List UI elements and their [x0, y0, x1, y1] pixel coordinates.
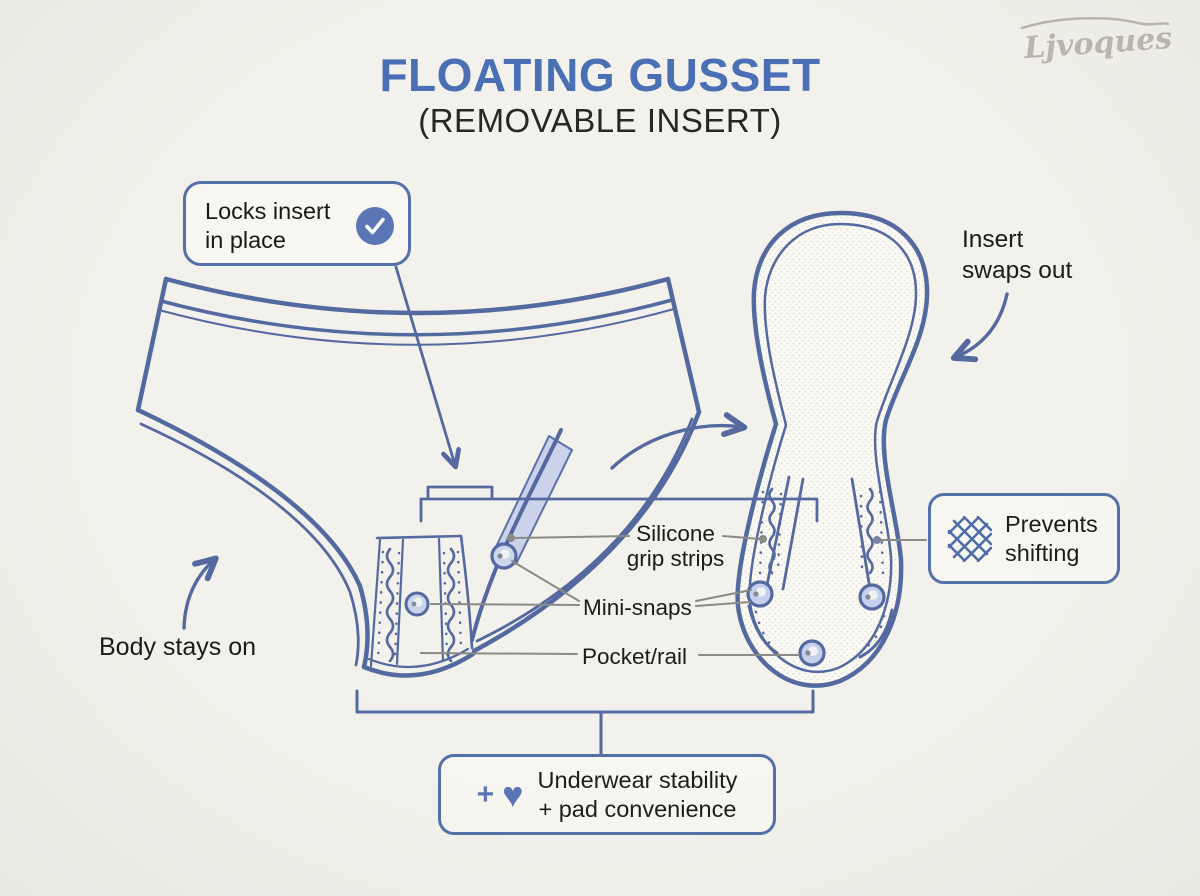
page-subtitle: (REMOVABLE INSERT) [418, 102, 782, 139]
check-icon [356, 207, 394, 245]
left-side-edge [135, 276, 169, 413]
gusset-grip-strip-left-dots [376, 550, 401, 662]
benefit-callout: + ♥ Underwear stability + pad convenienc… [438, 754, 776, 835]
gusset-top-seam [375, 534, 463, 540]
gusset-grip-strip-right-dots [442, 550, 463, 660]
right-leg-binding-inner [475, 417, 694, 643]
gusset-grip-strip-left [385, 547, 395, 663]
pad-grip-strip-right [866, 487, 874, 575]
pad-snap-left [746, 580, 774, 608]
prevents-line2: shifting [1005, 539, 1080, 566]
locks-insert-callout: Locks insert in place [183, 181, 411, 266]
silicone-dot-right [759, 535, 767, 543]
gusset-left-seam [369, 538, 382, 668]
insert-swaps-arrow [950, 292, 1009, 363]
swap-direction-arrow [610, 412, 748, 470]
insert-swaps-line2: swaps out [962, 257, 1073, 284]
silicone-pointer-left [514, 535, 630, 539]
pocket-bracket [426, 485, 494, 499]
waistband-top [163, 276, 671, 316]
gusset-mid-seam-left [395, 538, 405, 666]
pocket-slit-edge [470, 428, 563, 642]
mini-snaps-pointer-right-b [695, 601, 751, 607]
prevents-shifting-callout: Prevents shifting [928, 493, 1120, 584]
pad-lower-arc-left [747, 604, 779, 655]
page-title: FLOATING GUSSET [379, 49, 821, 101]
prevents-line1: Prevents [1005, 510, 1098, 537]
pad-inner-outline [748, 222, 918, 674]
watermark-swoosh [1020, 17, 1170, 30]
body-stays-label: Body stays on [99, 633, 257, 661]
pocket-rail-label: Pocket/rail [582, 644, 688, 669]
gusset-right-seam [459, 534, 474, 650]
mini-snaps-label: Mini-snaps [583, 595, 692, 620]
benefit-line1: Underwear stability [537, 766, 738, 793]
pad-lower-arc-right-dots [860, 614, 886, 652]
insert-strip-snap [490, 542, 518, 570]
annotation-lines [182, 265, 1009, 756]
crosshatch-icon [947, 515, 992, 562]
waistband-stitch [158, 308, 675, 346]
waistband-mid [159, 298, 674, 337]
gusset-bottom-inner [367, 647, 470, 669]
pad-rail-right [850, 477, 871, 585]
pad-outer-outline [735, 210, 930, 688]
silicone-dot-left [507, 534, 515, 542]
silicone-pointer-right [722, 535, 761, 540]
silicone-grip-label: Silicone grip strips [598, 521, 753, 571]
left-leg-binding-inner [139, 422, 360, 667]
insert-swaps-label: Insert swaps out [962, 224, 1072, 286]
right-side-edge [665, 276, 702, 415]
pad-grip-strip-left-dots [758, 490, 783, 576]
mini-snaps-pointer-right-a [695, 589, 752, 602]
prevents-dot [873, 536, 881, 544]
underwear-drawing [135, 276, 702, 678]
pad-snap-right [858, 583, 886, 611]
bottom-bracket [355, 689, 815, 714]
plus-icon: + [476, 777, 495, 811]
benefit-line2: + pad convenience [538, 795, 737, 822]
left-leg-binding-outer [135, 407, 370, 670]
right-leg-binding-outer [471, 409, 702, 654]
pocket-to-rail-bracket [419, 497, 819, 523]
heart-icon: ♥ [502, 773, 524, 815]
locks-pointer-arrow [394, 265, 462, 470]
label-pointers [420, 534, 927, 656]
locks-line2: in place [205, 227, 286, 253]
pad-grip-strip-right-dots [859, 490, 885, 576]
gusset-bottom-outer [361, 651, 476, 678]
mini-snaps-pointer-left-a [511, 560, 580, 602]
insert-pad-drawing [735, 210, 930, 688]
pad-snap-bottom [798, 639, 826, 667]
body-stays-arrow [182, 555, 219, 630]
pocket-rail-pointer-left [420, 652, 578, 655]
silicone-line1: Silicone [636, 521, 715, 546]
pad-grip-strip-left [768, 487, 776, 575]
locks-line1: Locks insert [205, 198, 331, 224]
silicone-line2: grip strips [626, 546, 725, 571]
mini-snaps-pointer-left-b [430, 603, 580, 606]
gusset-mid-seam-right [437, 537, 445, 663]
insert-swaps-line1: Insert [962, 226, 1024, 253]
pad-lower-arc-right [858, 608, 894, 659]
gusset-snap [404, 591, 430, 617]
